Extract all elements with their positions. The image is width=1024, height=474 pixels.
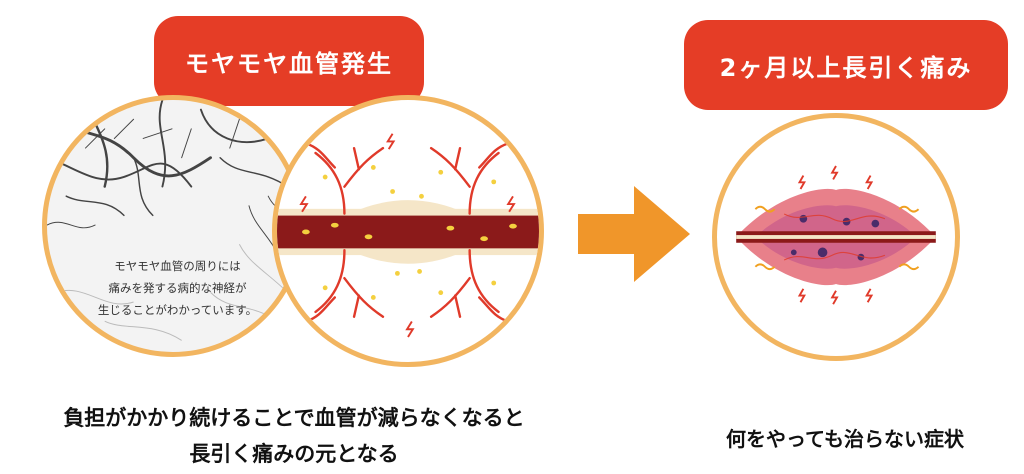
left-caption-line: 長引く痛みの元となる <box>189 442 399 466</box>
left-caption: 負担がかかり続けることで血管が減らなくなると 長引く痛みの元となる <box>24 400 564 472</box>
progression-arrow-icon <box>578 186 690 282</box>
chronic-pain-badge: 2ヶ月以上長引く痛み <box>684 20 1008 110</box>
right-caption: 何をやっても治らない症状 <box>680 423 1010 452</box>
nerve-network-circle: モヤモヤ血管の周りには 痛みを発する病的な神経が 生じることがわかっています。 <box>42 95 304 357</box>
moyamoya-badge: モヤモヤ血管発生 <box>154 16 424 106</box>
inflamed-muscle-illustration <box>736 165 936 305</box>
abnormal-vessel-illustration <box>277 133 539 338</box>
right-caption-line: 何をやっても治らない症状 <box>726 427 964 451</box>
moyamoya-badge-label: モヤモヤ血管発生 <box>185 49 393 78</box>
note-line: 痛みを発する病的な神経が <box>108 281 247 295</box>
note-line: 生じることがわかっています。 <box>97 303 258 317</box>
chronic-pain-muscle-circle <box>712 113 960 361</box>
note-line: モヤモヤ血管の周りには <box>114 259 241 273</box>
chronic-pain-badge-label: 2ヶ月以上長引く痛み <box>719 53 973 82</box>
left-caption-line: 負担がかかり続けることで血管が減らなくなると <box>63 406 525 430</box>
abnormal-vessel-circle <box>272 95 544 367</box>
pathological-nerve-note: モヤモヤ血管の周りには 痛みを発する病的な神経が 生じることがわかっています。 <box>95 255 260 321</box>
